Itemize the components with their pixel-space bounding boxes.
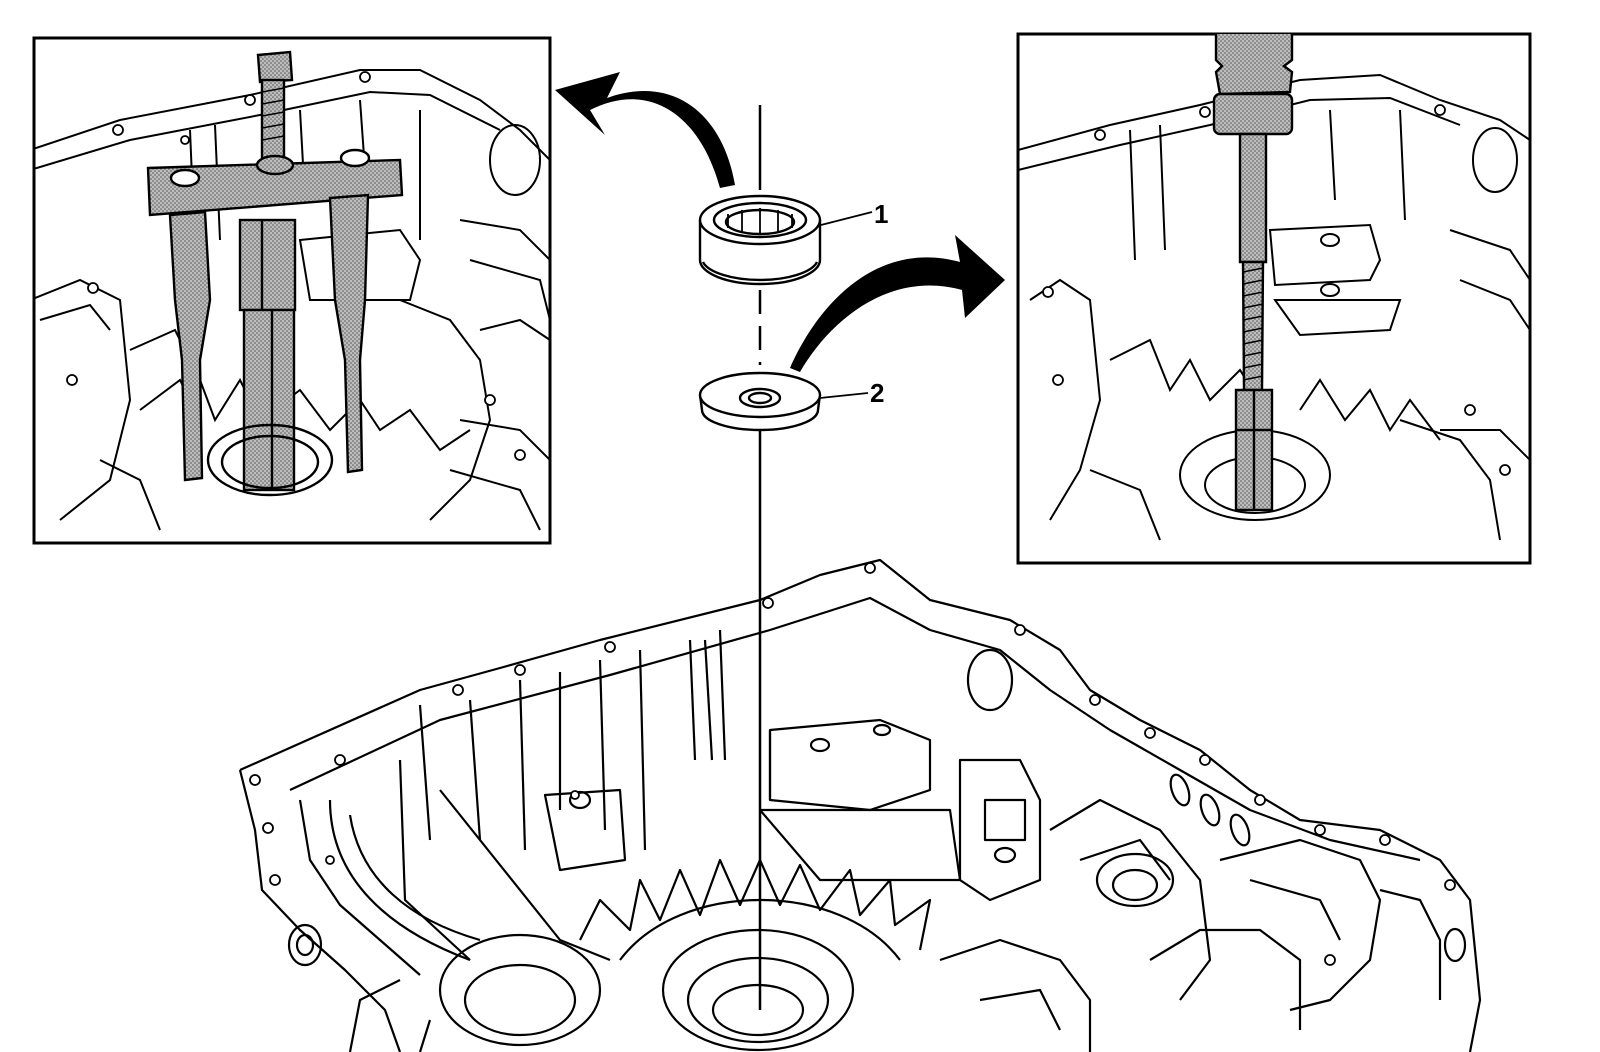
seal-installer-tool-icon — [1212, 34, 1294, 512]
seal-part — [698, 371, 822, 432]
right-inset-seal-installation — [1016, 32, 1532, 565]
bearing-puller-tool-icon — [146, 50, 404, 497]
left-inset-case-detail — [34, 69, 550, 531]
transmission-case — [238, 558, 1482, 1052]
curved-arrow-right-icon — [790, 235, 1005, 372]
bearing-part — [698, 194, 822, 286]
callout-label-2: 2 — [870, 378, 884, 408]
callout-leaders — [819, 211, 873, 399]
callout-label-1: 1 — [874, 199, 888, 229]
flange-bolt-holes — [249, 562, 1456, 966]
curved-arrow-left-icon — [555, 72, 735, 188]
left-inset-bearing-removal — [32, 36, 552, 545]
